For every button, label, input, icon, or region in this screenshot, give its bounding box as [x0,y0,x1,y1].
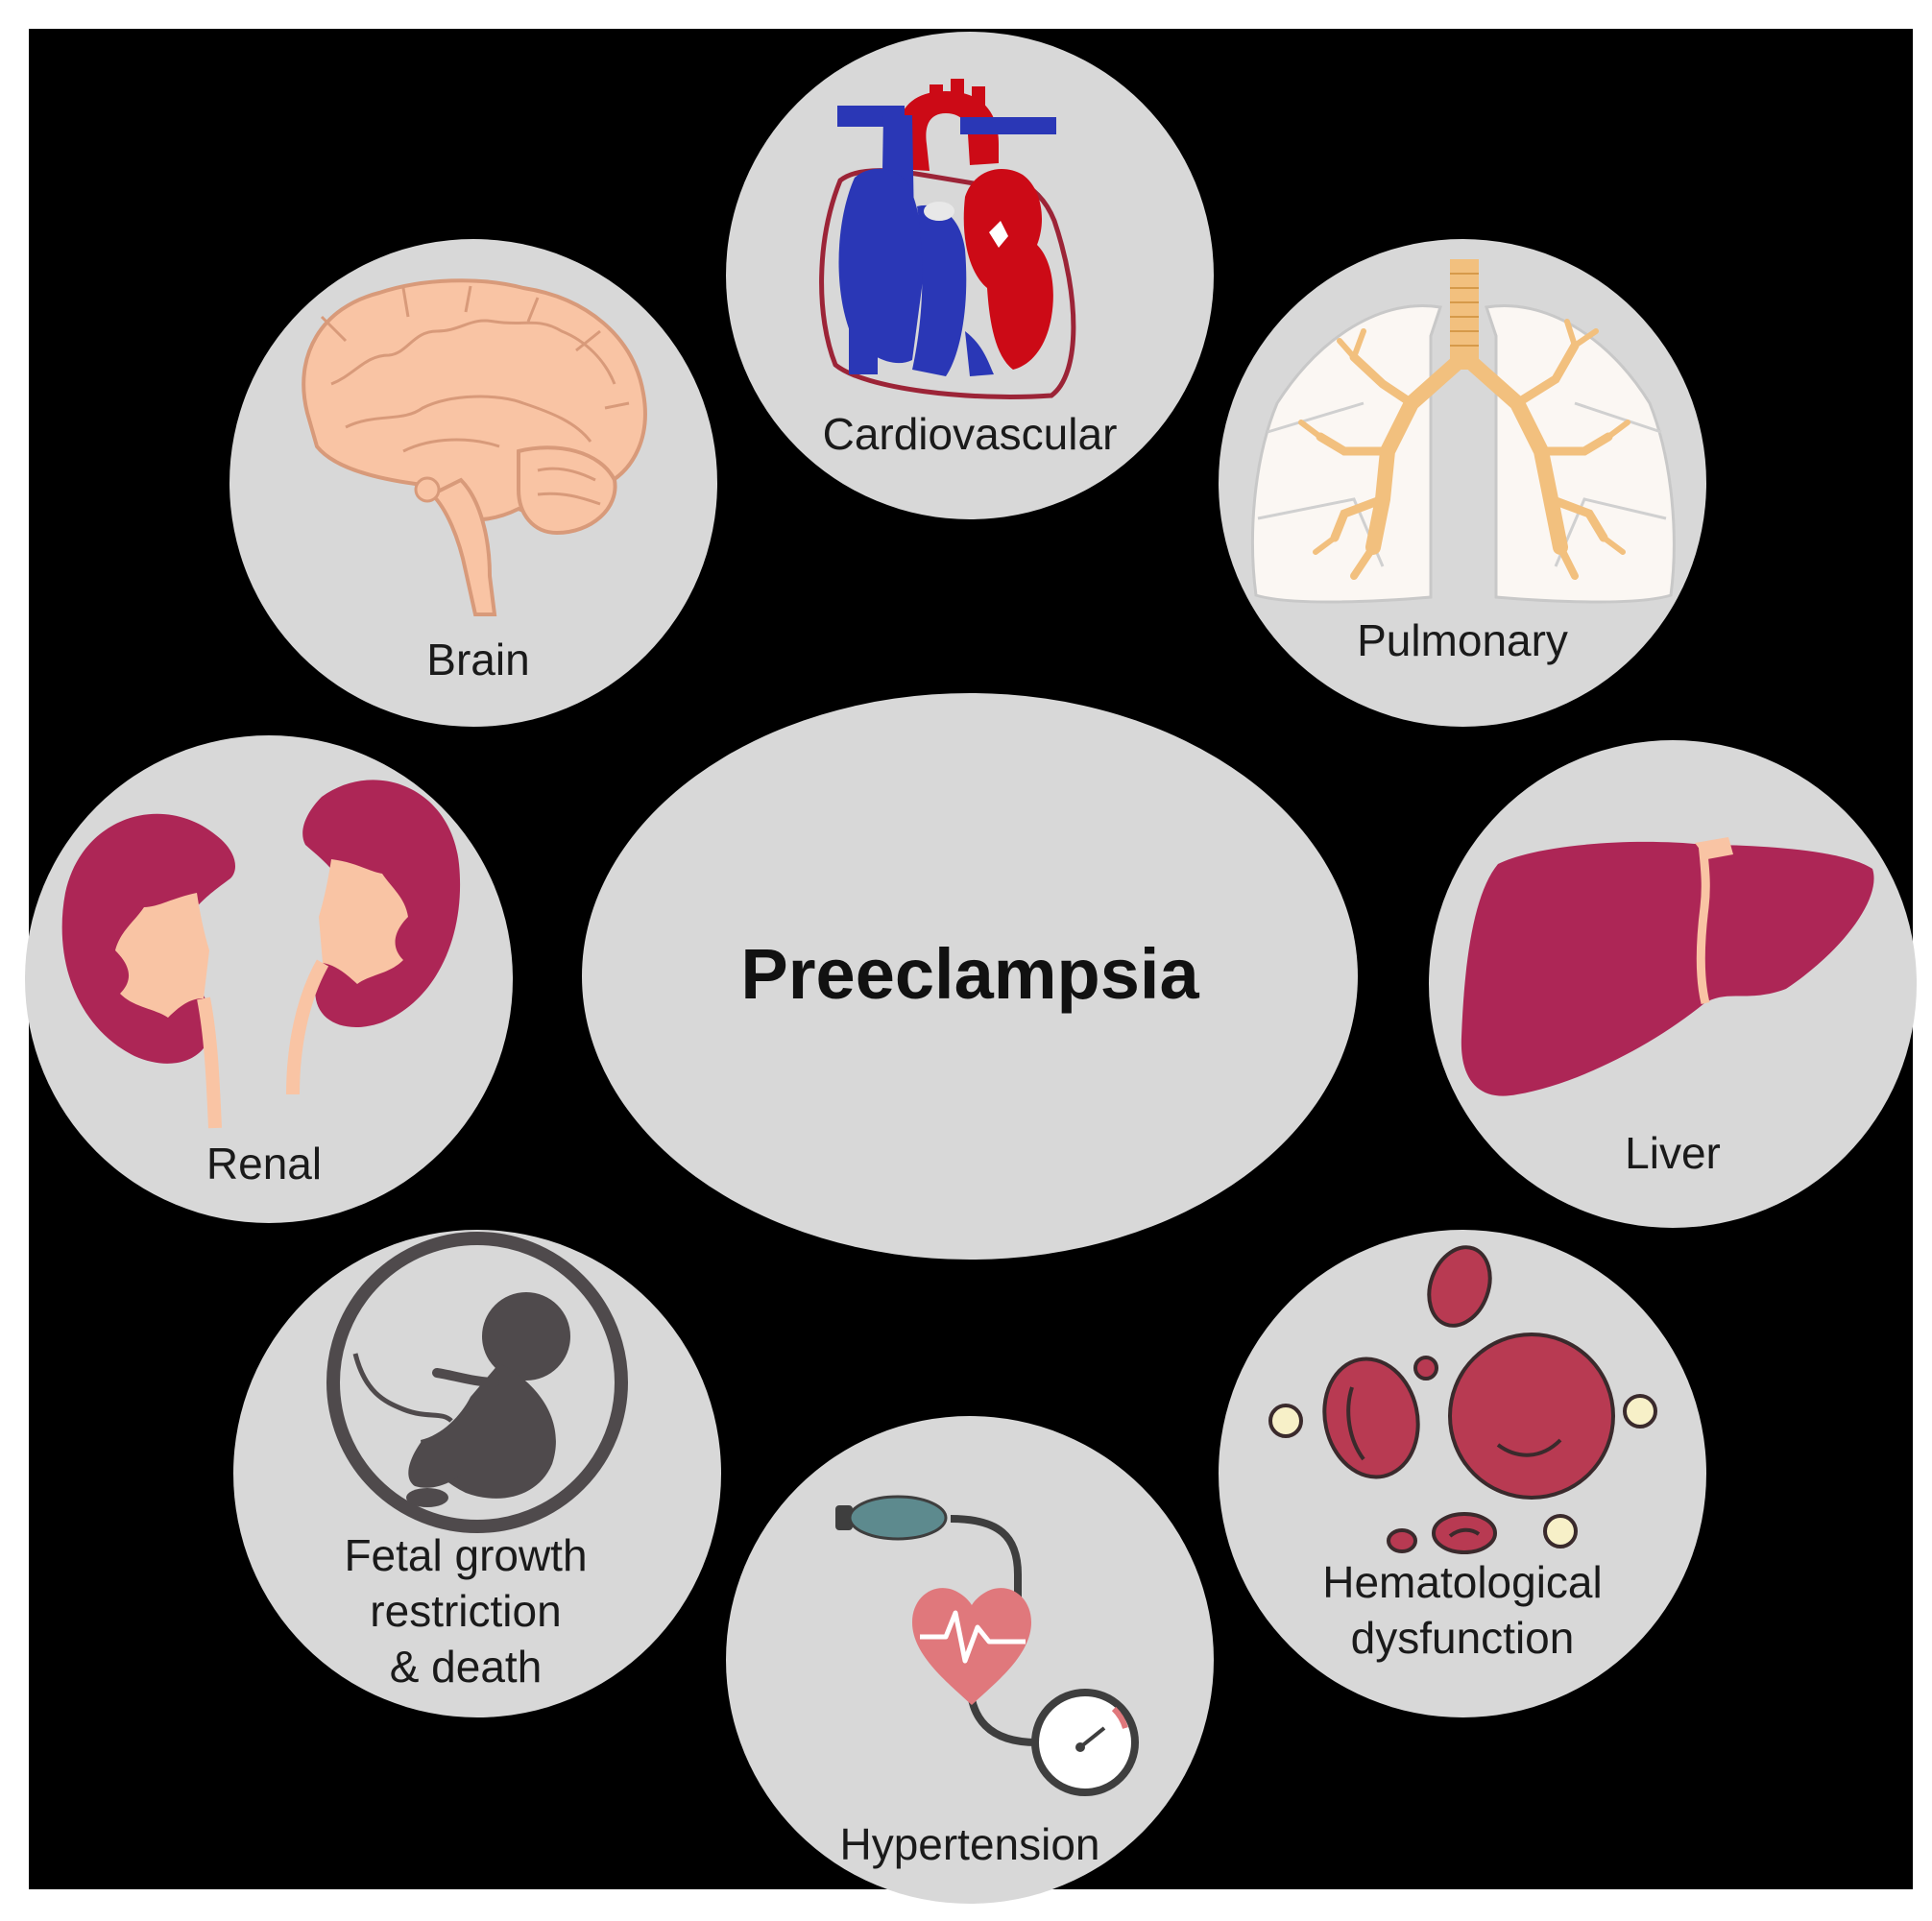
fetus-icon [326,1232,628,1533]
node-label: Cardiovascular [823,409,1118,459]
node-label: Brain [426,635,529,684]
node-pulmonary: Pulmonary [1219,239,1706,727]
node-renal: Renal [25,735,513,1223]
node-cardiovascular: Cardiovascular [726,32,1214,519]
node-label: Fetal growth [344,1530,587,1580]
kidneys-icon [61,780,461,1129]
center-node: Preeclampsia [582,693,1358,1260]
node-label: dysfunction [1351,1613,1575,1663]
node-circle [726,32,1214,519]
blood-pressure-icon [835,1495,1139,1796]
node-brain: Brain [229,239,717,727]
liver-icon [1461,837,1874,1096]
node-label: Renal [206,1139,322,1189]
node-hypertension: Hypertension [726,1416,1214,1904]
blood-cells-icon [1268,1245,1657,1554]
node-label: Hypertension [839,1819,1099,1869]
center-title: Preeclampsia [740,934,1199,1014]
node-label: Liver [1625,1128,1721,1178]
brain-icon [302,278,647,616]
node-label: Pulmonary [1357,615,1568,665]
center-ellipse [582,693,1358,1260]
lungs-icon [1251,259,1676,604]
node-label: restriction [370,1586,561,1636]
node-hematological: Hematological dysfunction [1219,1230,1706,1717]
heart-anatomy-icon [819,79,1076,399]
node-liver: Liver [1429,740,1917,1228]
node-label: & death [390,1642,543,1692]
node-fetal: Fetal growth restriction & death [233,1230,721,1717]
node-label: Hematological [1322,1557,1602,1607]
